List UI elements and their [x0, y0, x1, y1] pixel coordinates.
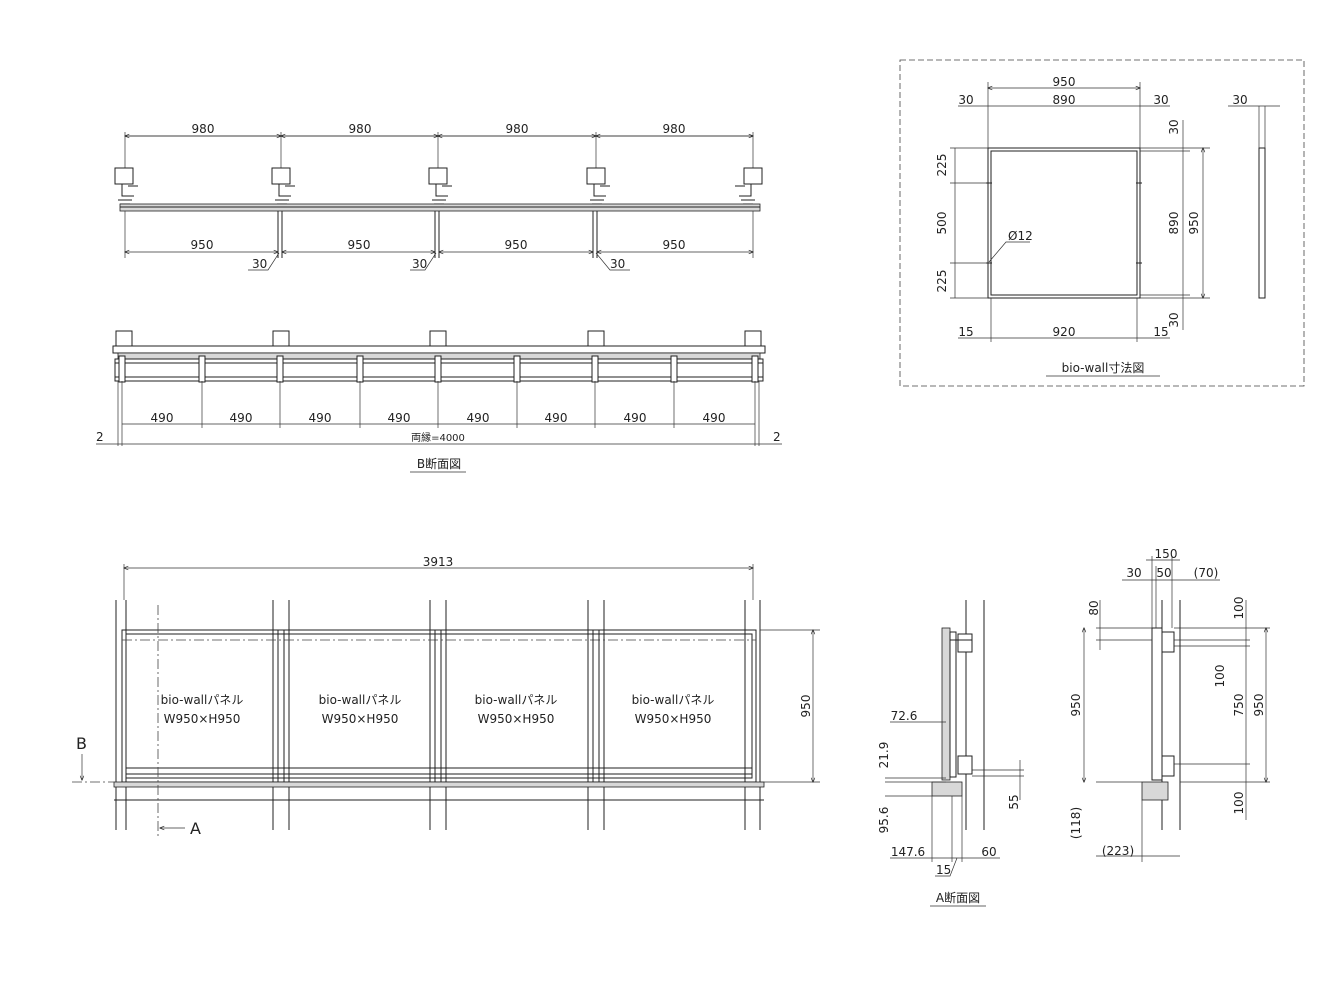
section-a: 72.6 21.9 95.6 55 147.6 60 15 A断面図	[877, 600, 1024, 907]
post-width-3: 30	[610, 257, 625, 271]
b-end-right: 2	[773, 430, 781, 444]
c-100-mid: 100	[1213, 665, 1227, 688]
c-950-right: 950	[1252, 694, 1266, 717]
pd-title: bio-wall寸法図	[1062, 361, 1145, 375]
pd-left-500: 500	[935, 212, 949, 235]
b-span-8: 490	[703, 411, 726, 425]
a-95: 95.6	[877, 807, 891, 834]
b-span-7: 490	[624, 411, 647, 425]
elevation-height: 950	[799, 695, 813, 718]
b-span-2: 490	[230, 411, 253, 425]
a-21: 21.9	[877, 742, 891, 769]
plan-bottom-span-4: 950	[663, 238, 686, 252]
a-55: 55	[1007, 794, 1021, 809]
pd-right-30-bottom: 30	[1167, 312, 1181, 327]
pd-right-950: 950	[1187, 212, 1201, 235]
panel-dimension-figure: 950 890 30 30 225 500 225 Ø12 30 890 950…	[899, 59, 1305, 387]
pd-top-left: 30	[958, 93, 973, 107]
plan-bottom-span-2: 950	[348, 238, 371, 252]
plan-span-1: 980	[192, 122, 215, 136]
b-span-6: 490	[545, 411, 568, 425]
pd-side-thickness: 30	[1232, 93, 1247, 107]
pd-right-30-top: 30	[1167, 119, 1181, 134]
pd-right-890: 890	[1167, 212, 1181, 235]
c-80: 80	[1087, 600, 1101, 615]
c-100-top: 100	[1232, 597, 1246, 620]
panel-3-name: bio-wallパネル	[475, 693, 558, 707]
pd-top-right: 30	[1153, 93, 1168, 107]
c-950: 950	[1069, 694, 1083, 717]
b-title: B断面図	[417, 456, 461, 471]
a-60: 60	[981, 845, 996, 859]
b-span-3: 490	[309, 411, 332, 425]
plan-post	[114, 167, 763, 205]
a-147: 147.6	[891, 845, 925, 859]
plan-span-2: 980	[349, 122, 372, 136]
section-marker-a: A	[190, 819, 201, 838]
c-150: 150	[1155, 547, 1178, 561]
pd-bottom-inner: 920	[1053, 325, 1076, 339]
section-b: 490 490 490 490 490 490 490 490 2 2 両縁=4…	[96, 330, 782, 473]
pd-hole: Ø12	[1008, 229, 1033, 243]
elevation-view: 3913 bio-wallパネル W950×H950 bio-wallパネル W…	[72, 555, 820, 838]
panel-3-size: W950×H950	[478, 712, 555, 726]
pd-top-inner: 890	[1053, 93, 1076, 107]
elevation-overall: 3913	[423, 555, 454, 569]
b-span-1: 490	[151, 411, 174, 425]
a-title: A断面図	[936, 890, 980, 905]
panel-1-name: bio-wallパネル	[161, 693, 244, 707]
pd-left-225-top: 225	[935, 154, 949, 177]
plan-span-3: 980	[506, 122, 529, 136]
b-span-5: 490	[467, 411, 490, 425]
panel-1-size: W950×H950	[164, 712, 241, 726]
c-100-bottom: 100	[1232, 792, 1246, 815]
c-30: 30	[1126, 566, 1141, 580]
c-118: (118)	[1069, 807, 1083, 839]
c-50: 50	[1156, 566, 1171, 580]
section-c: 150 30 50 (70) 80 950 (118) (223) 100 10…	[1069, 547, 1270, 862]
post-width-2: 30	[412, 257, 427, 271]
b-span-4: 490	[388, 411, 411, 425]
c-750: 750	[1232, 694, 1246, 717]
section-marker-b: B	[76, 734, 87, 753]
panel-4-name: bio-wallパネル	[632, 693, 715, 707]
post-width-1: 30	[252, 257, 267, 271]
plan-view-top: 980 980 980 980	[114, 122, 763, 271]
panel-2-size: W950×H950	[322, 712, 399, 726]
a-15: 15	[936, 863, 951, 877]
pd-bottom-right: 15	[1153, 325, 1168, 339]
pd-bottom-left: 15	[958, 325, 973, 339]
c-70: (70)	[1194, 566, 1219, 580]
plan-bottom-span-1: 950	[191, 238, 214, 252]
a-72: 72.6	[891, 709, 918, 723]
pd-top-total: 950	[1053, 75, 1076, 89]
b-end-left: 2	[96, 430, 104, 444]
c-223: (223)	[1102, 844, 1134, 858]
pd-left-225-bottom: 225	[935, 270, 949, 293]
b-total: 両縁=4000	[411, 431, 465, 444]
panel-2-name: bio-wallパネル	[319, 693, 402, 707]
plan-bottom-span-3: 950	[505, 238, 528, 252]
plan-span-4: 980	[663, 122, 686, 136]
panel-4-size: W950×H950	[635, 712, 712, 726]
